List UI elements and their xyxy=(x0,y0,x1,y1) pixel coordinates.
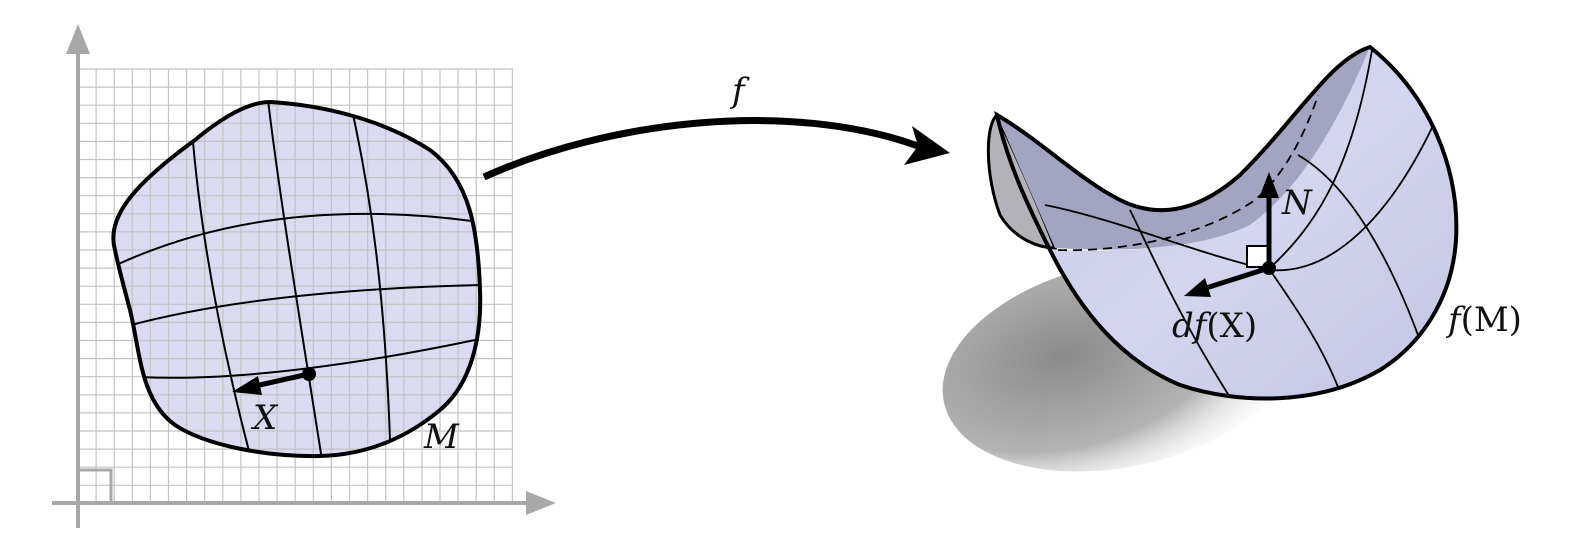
label-f: f xyxy=(729,71,750,111)
surface-coordinate-curves xyxy=(1044,49,1439,399)
surface-boundary xyxy=(994,44,1459,401)
base-point xyxy=(302,367,316,381)
label-m: M xyxy=(423,417,460,457)
label-n: N xyxy=(1281,183,1313,223)
y-axis-arrowhead xyxy=(66,24,90,54)
label-f-m-arg: (M) xyxy=(1461,300,1522,340)
map-arrowhead xyxy=(904,126,950,165)
map-arrow-f xyxy=(482,117,950,181)
label-f-m: f(M) xyxy=(1445,300,1522,340)
label-df-arg: (X) xyxy=(1206,306,1257,346)
tangent-vector-x xyxy=(232,367,316,395)
right-angle-marker xyxy=(78,468,113,503)
surface-back-sheet xyxy=(997,47,1370,250)
surface-f-m xyxy=(986,44,1459,401)
normal-vector-n xyxy=(1246,172,1279,268)
pushforward-vector xyxy=(1184,261,1276,297)
normal-vector-arrowhead xyxy=(1259,172,1279,198)
pushforward-arrowhead xyxy=(1184,278,1211,297)
region-m-boundary xyxy=(111,99,483,459)
image-point xyxy=(1262,261,1276,275)
label-df-x: df(X) xyxy=(1172,306,1257,346)
label-x: X xyxy=(250,398,279,438)
surface-front-sheet xyxy=(1050,47,1457,399)
surface-hidden-curve xyxy=(1057,94,1319,252)
label-df: df xyxy=(1172,306,1212,346)
tangent-vector-arrowhead xyxy=(232,376,262,395)
x-axis-arrowhead xyxy=(526,491,556,515)
coordinate-axes xyxy=(52,24,556,528)
